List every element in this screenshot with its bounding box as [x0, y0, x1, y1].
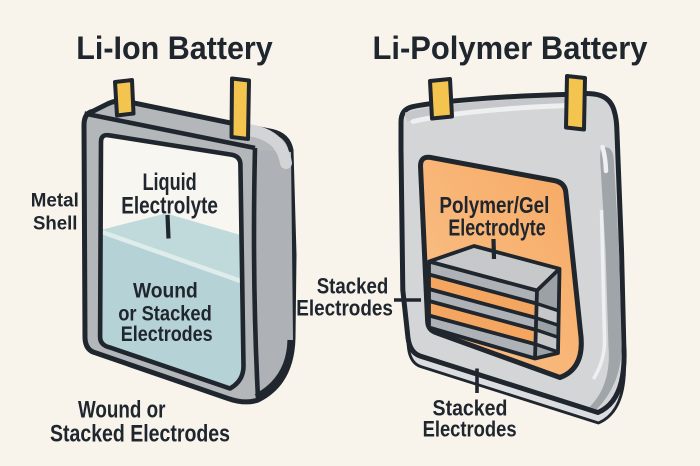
- svg-text:Electrodyte: Electrodyte: [448, 215, 545, 241]
- svg-text:Liquid: Liquid: [142, 169, 196, 196]
- svg-text:Stacked: Stacked: [433, 396, 508, 421]
- svg-text:Wound or: Wound or: [78, 397, 165, 423]
- svg-text:Stacked Electrodes: Stacked Electrodes: [50, 421, 230, 448]
- svg-text:Li-Ion Battery: Li-Ion Battery: [76, 30, 273, 66]
- svg-text:Shell: Shell: [33, 213, 78, 235]
- svg-text:Polymer/Gel: Polymer/Gel: [439, 192, 549, 218]
- svg-text:Stacked: Stacked: [317, 274, 389, 299]
- svg-text:Metal: Metal: [31, 189, 79, 211]
- svg-text:Wound: Wound: [133, 278, 198, 302]
- svg-text:Electrodes: Electrodes: [121, 322, 213, 346]
- svg-text:Electrodes: Electrodes: [296, 296, 393, 321]
- svg-text:Electrodes: Electrodes: [423, 417, 517, 442]
- svg-text:Electrolyte: Electrolyte: [121, 194, 218, 220]
- svg-text:Li-Polymer Battery: Li-Polymer Battery: [373, 30, 648, 66]
- svg-text:or Stacked: or Stacked: [118, 301, 212, 325]
